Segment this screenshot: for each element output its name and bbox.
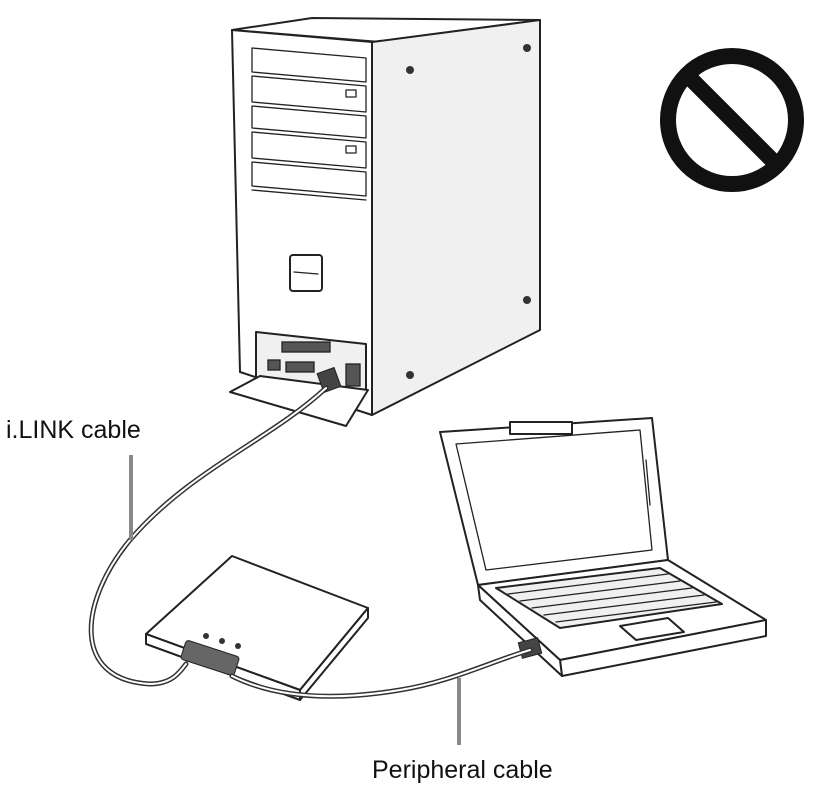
eject-button bbox=[345, 145, 357, 154]
tower-front bbox=[231, 29, 373, 416]
laptop-touchpad bbox=[619, 617, 685, 641]
prohibited-icon bbox=[660, 48, 804, 192]
port bbox=[267, 359, 281, 371]
drive-indicator bbox=[203, 633, 209, 639]
port bbox=[285, 361, 315, 373]
ilink-cable-label: i.LINK cable bbox=[6, 416, 141, 444]
screw bbox=[406, 371, 414, 379]
peripheral-cable-label: Peripheral cable bbox=[372, 756, 553, 784]
drive-bay bbox=[251, 131, 367, 169]
screw bbox=[523, 296, 531, 304]
eject-button bbox=[345, 89, 357, 98]
drive-bay bbox=[251, 161, 367, 197]
laptop-latch bbox=[509, 421, 573, 435]
ilink-connector bbox=[316, 366, 342, 394]
laptop bbox=[439, 417, 767, 677]
external-drive bbox=[145, 555, 369, 701]
peripheral-cable bbox=[229, 647, 533, 699]
port bbox=[345, 363, 361, 387]
screw bbox=[523, 44, 531, 52]
drive-indicator bbox=[219, 638, 225, 644]
drive-bay bbox=[251, 75, 367, 113]
port bbox=[281, 341, 331, 353]
keyboard-keys bbox=[507, 573, 717, 623]
drive-bay bbox=[251, 47, 367, 83]
laptop-screen bbox=[455, 429, 653, 571]
drive-indicator bbox=[235, 643, 241, 649]
desktop-tower bbox=[229, 17, 541, 427]
drive-bay bbox=[251, 105, 367, 139]
tower-side-panel bbox=[371, 19, 541, 416]
ilink-cable bbox=[88, 385, 329, 687]
screw bbox=[406, 66, 414, 74]
drive-port-block bbox=[180, 640, 240, 676]
